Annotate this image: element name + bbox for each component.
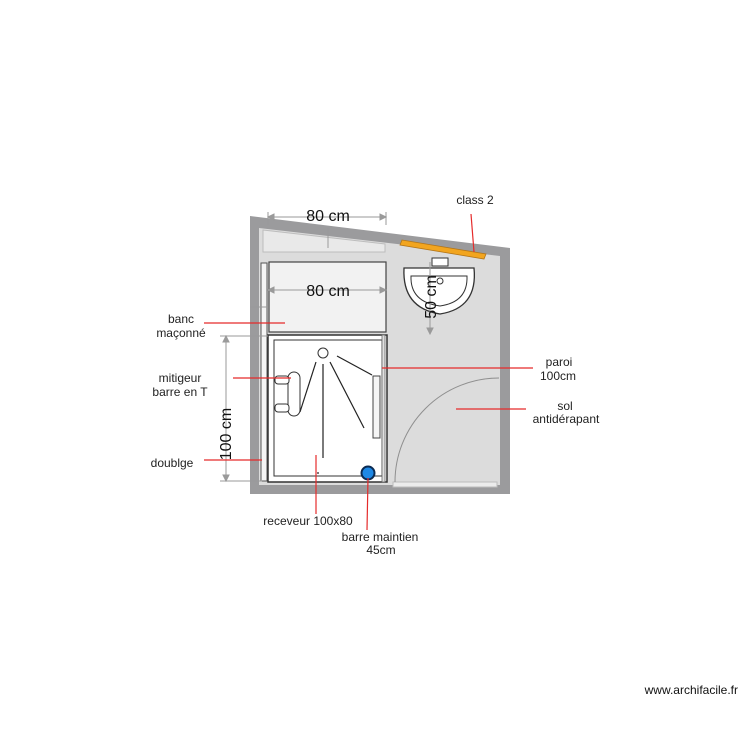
label-sol-2: antidérapant bbox=[533, 412, 600, 426]
leader-lines bbox=[204, 213, 533, 531]
shower-screen bbox=[372, 375, 381, 439]
watermark: www.archifacile.fr bbox=[644, 683, 738, 697]
label-sol: sol bbox=[557, 399, 572, 413]
top-doubling bbox=[262, 229, 386, 253]
drain-icon bbox=[317, 347, 329, 359]
label-mitigeur: mitigeur bbox=[159, 371, 202, 385]
dimension-lines bbox=[220, 212, 434, 483]
label-receveur: receveur 100x80 bbox=[263, 514, 353, 528]
shower-screen-post bbox=[381, 334, 386, 483]
shower-tray bbox=[267, 334, 388, 483]
label-barre-2: 45cm bbox=[366, 543, 395, 557]
label-paroi-2: 100cm bbox=[540, 369, 576, 383]
label-mitigeur-2: barre en T bbox=[152, 385, 208, 399]
dim-bench-width: 80 cm bbox=[306, 283, 350, 300]
washbasin bbox=[403, 257, 476, 315]
masonry-bench bbox=[268, 261, 387, 333]
dim-top-width: 80 cm bbox=[306, 208, 350, 225]
dim-shower-length: 100 cm bbox=[218, 408, 235, 460]
label-barre: barre maintien bbox=[342, 530, 419, 544]
door-swing bbox=[394, 377, 500, 483]
label-doublage: doublge bbox=[151, 456, 194, 470]
label-class2: class 2 bbox=[456, 193, 494, 207]
label-paroi: paroi bbox=[546, 355, 573, 369]
label-banc: banc bbox=[168, 312, 194, 326]
doublage-lining bbox=[260, 262, 268, 482]
grab-bar-icon bbox=[360, 465, 376, 481]
slope-lines bbox=[299, 355, 373, 474]
threshold bbox=[392, 481, 498, 488]
dim-basin-depth: 50 cm bbox=[423, 275, 440, 319]
label-banc-2: maçonné bbox=[156, 326, 206, 340]
class2-strip bbox=[399, 239, 487, 260]
